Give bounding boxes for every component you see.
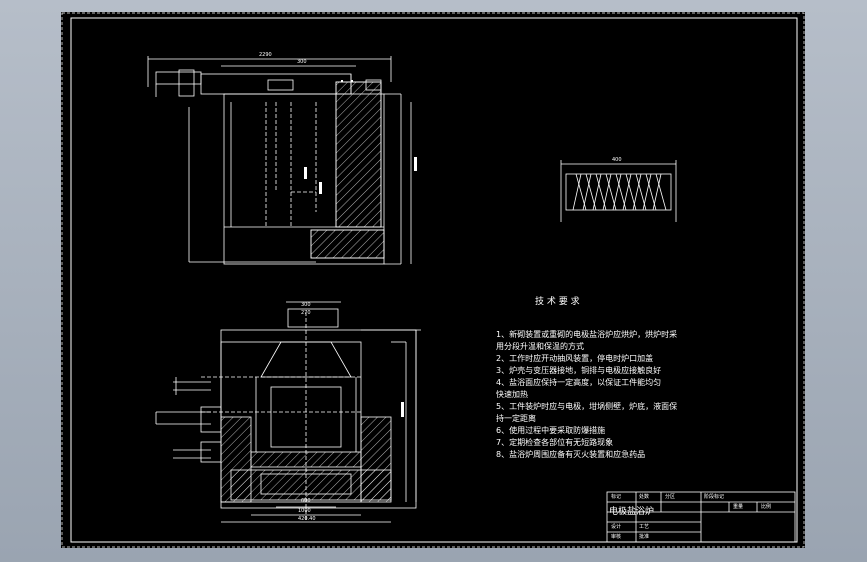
title-block-label: 阶段标记 [704,494,725,500]
title-block-label: 比例 [761,504,772,510]
coil-view [560,160,677,222]
title-block-label: 设计 [611,524,622,530]
title-block-label: 分区 [665,494,676,500]
dim-label: 400 [612,157,622,163]
title-block-label: 标记 [611,494,622,500]
tech-requirement-line: 3、炉壳与变压器接地，铜排与电极应接触良好 [496,366,662,375]
tech-requirement-line: 1、新砌装置或重砌的电极盐浴炉应烘炉，烘炉时采 [496,330,678,339]
top-view [147,56,412,265]
title-block-label: 批准 [639,534,650,540]
tech-requirement-line: 4、盐浴面应保持一定高度，以保证工件能均匀 [496,378,662,387]
dim-label: 1000 [298,508,311,514]
drawing-title: 电极盐浴炉 [609,507,655,517]
inner-frame [70,17,798,543]
dim-label: 2290 [259,52,272,58]
tech-requirements-heading: 技 术 要 求 [535,297,580,307]
dim-label: 300 [297,59,307,65]
tech-requirement-line: 持一定距离 [496,414,536,423]
title-block [606,491,796,543]
tech-requirement-line: 快速加热 [496,390,528,399]
tech-requirement-line: 6、使用过程中要采取防爆措施 [496,426,606,435]
drawing-sheet: 2290 300 400 300 270 600 1000 420.40 技 术… [61,12,805,548]
dim-label: 270 [301,310,311,316]
dimension-ticks [304,80,417,417]
dim-label: 420.40 [298,516,316,522]
outer-frame [61,12,805,548]
dim-label: 300 [301,302,311,308]
tech-requirement-line: 2、工作时应开动抽风装置，停电时炉口加盖 [496,354,654,363]
tech-requirement-line: 用分段升温和保温的方式 [496,342,584,351]
tech-requirement-line: 8、盐浴炉周围应备有灭火装置和应急药品 [496,450,646,459]
dim-label: 600 [301,498,311,504]
cad-drawing [61,12,805,548]
title-block-label: 处数 [639,494,650,500]
title-block-label: 审核 [611,534,622,540]
tech-requirement-line: 5、工件装炉时应与电极，坩埚侧壁，炉底，液面保 [496,402,678,411]
title-block-label: 重量 [733,504,744,510]
tech-requirement-line: 7、定期检查各部位有无短路现象 [496,438,614,447]
title-block-label: 工艺 [639,524,650,530]
front-view [155,301,421,523]
